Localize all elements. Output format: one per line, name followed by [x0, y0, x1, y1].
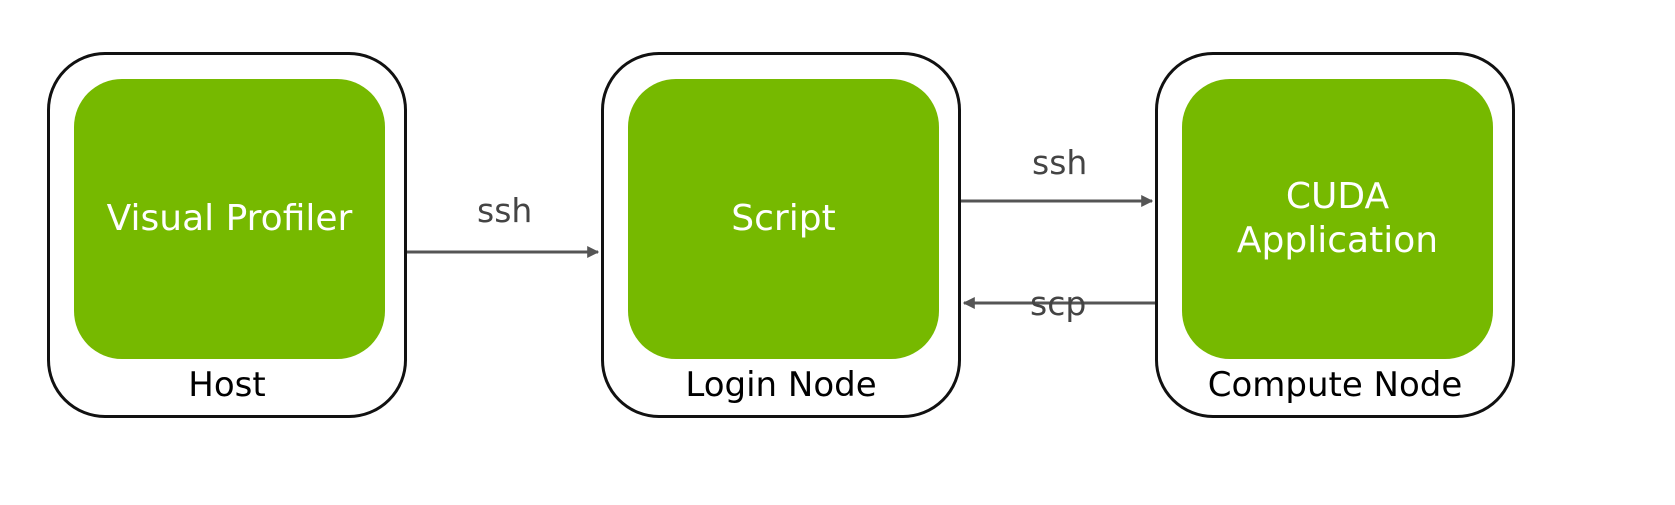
host-node-label: Host	[188, 365, 266, 405]
edge-label-login-to-compute: ssh	[1032, 143, 1088, 182]
login-component-box: Script	[628, 79, 939, 359]
compute-component-label-line-1: CUDA	[1285, 176, 1390, 217]
host-component-label: Visual Profiler	[106, 198, 353, 239]
compute-component-label-line-2: Application	[1236, 220, 1439, 261]
login-node-label: Login Node	[685, 365, 877, 405]
edge-label-host-to-login: ssh	[477, 191, 533, 230]
host-node: Visual Profiler Host	[47, 52, 407, 418]
edge-label-compute-to-login: scp	[1030, 284, 1087, 323]
compute-node-label: Compute Node	[1207, 365, 1463, 405]
login-component-label: Script	[731, 198, 836, 239]
login-node: Script Login Node	[601, 52, 961, 418]
host-component-box: Visual Profiler	[74, 79, 385, 359]
compute-node: CUDA Application Compute Node	[1155, 52, 1515, 418]
compute-component-box: CUDA Application	[1182, 79, 1493, 359]
